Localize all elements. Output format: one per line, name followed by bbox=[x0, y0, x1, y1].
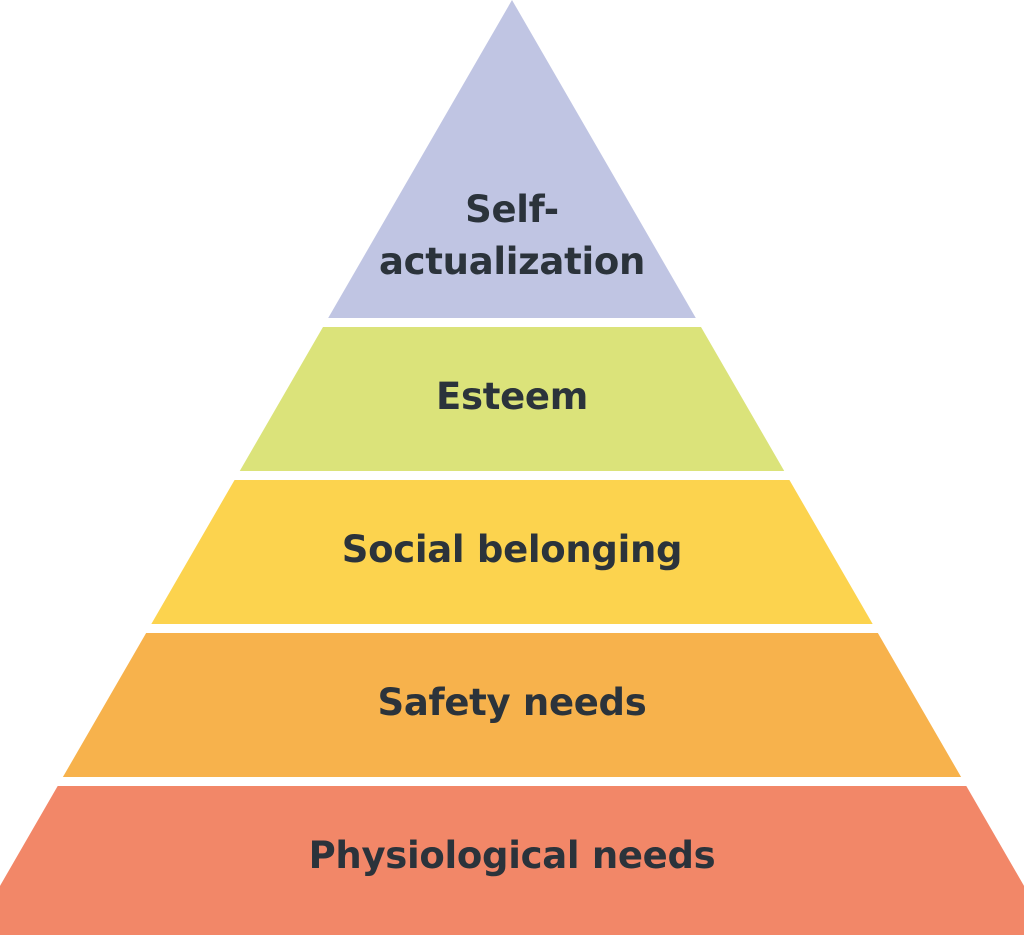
label-self-line2: actualization bbox=[379, 240, 645, 283]
tier-safety-needs bbox=[62, 633, 962, 777]
tier-esteem bbox=[239, 327, 785, 471]
label-safety-needs: Safety needs bbox=[377, 681, 647, 724]
label-physiological-needs: Physiological needs bbox=[308, 834, 716, 877]
tier-physiological-needs bbox=[0, 786, 1024, 935]
label-social-belonging: Social belonging bbox=[341, 528, 683, 571]
label-esteem: Esteem bbox=[436, 375, 588, 418]
tier-social-belonging bbox=[151, 480, 873, 624]
tier-self-actualization bbox=[328, 0, 696, 318]
label-self-line1: Self- bbox=[465, 188, 559, 231]
